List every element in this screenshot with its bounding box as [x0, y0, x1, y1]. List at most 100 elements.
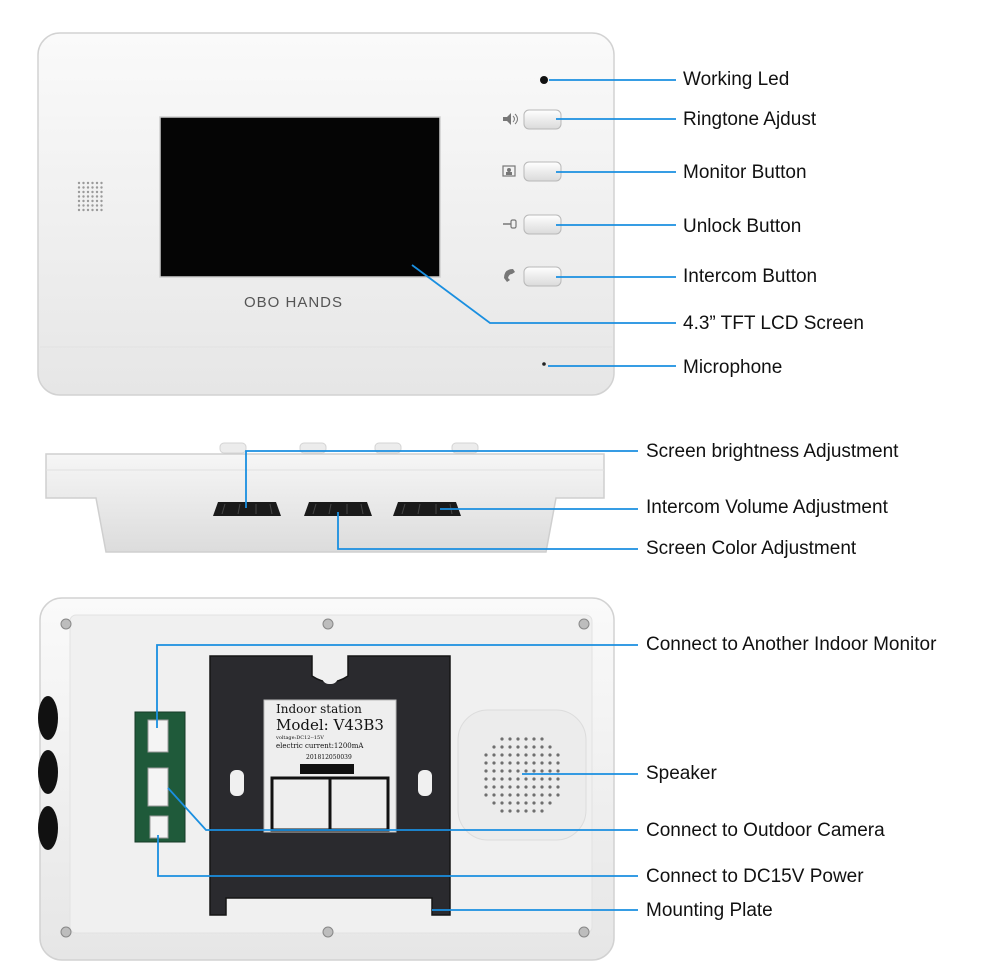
leader-brightness: [245, 450, 638, 508]
leader-lines: [156, 79, 676, 911]
grille-hole: [86, 181, 90, 185]
speaker-hole: [556, 769, 560, 773]
speaker-hole: [524, 785, 528, 789]
side-wheel-1: [38, 696, 58, 740]
grille-hole: [77, 204, 81, 207]
speaker-hole: [548, 745, 552, 749]
grille-hole: [86, 204, 90, 207]
speaker-hole: [492, 801, 496, 805]
grille-hole: [100, 208, 103, 212]
grille-hole: [100, 199, 103, 203]
label-volume: Intercom Volume Adjustment: [646, 497, 888, 518]
speaker-hole: [516, 785, 520, 789]
working-led: [540, 76, 548, 84]
label-another-monitor: Connect to Another Indoor Monitor: [646, 634, 937, 655]
speaker-hole: [484, 769, 488, 773]
speaker-hole: [500, 809, 504, 813]
label-color: Screen Color Adjustment: [646, 538, 857, 559]
side-view: [45, 442, 605, 553]
grille-hole: [95, 208, 99, 212]
speaker-hole: [516, 777, 520, 781]
speaker-hole: [524, 737, 528, 741]
speaker-hole: [556, 793, 560, 797]
connector-another-monitor: [147, 719, 169, 753]
speaker-hole: [524, 769, 528, 773]
plate-slot-left: [230, 770, 244, 796]
label-ringtone: Ringtone Ajdust: [683, 109, 817, 130]
grille-hole: [95, 190, 99, 194]
speaker-hole: [484, 777, 488, 781]
grille-hole: [100, 195, 103, 198]
speaker-hole: [492, 777, 496, 781]
speaker-hole: [556, 785, 560, 789]
grille-hole: [82, 186, 85, 189]
leader-color: [337, 512, 638, 550]
speaker-hole: [492, 785, 496, 789]
lcd-screen: [159, 116, 441, 278]
grille-hole: [95, 186, 99, 189]
grille-hole: [91, 199, 94, 203]
speaker-hole: [516, 809, 520, 813]
plate-slot-right: [418, 770, 432, 796]
grille-hole: [82, 190, 85, 194]
speaker-hole: [540, 793, 544, 797]
speaker-hole: [508, 753, 512, 757]
label-unlock-button: Unlock Button: [683, 216, 802, 237]
earpiece-grille: [77, 181, 103, 212]
speaker-hole: [500, 793, 504, 797]
grille-hole: [91, 190, 94, 194]
speaker-hole: [540, 785, 544, 789]
sticker-voltage: voltage:DC12--15V: [276, 735, 324, 741]
speaker-hole: [548, 761, 552, 765]
speaker-hole: [508, 809, 512, 813]
label-microphone: Microphone: [683, 357, 783, 378]
side-wheel-3: [38, 806, 58, 850]
speaker-hole: [492, 761, 496, 765]
grille-hole: [95, 204, 99, 207]
speaker-hole: [516, 769, 520, 773]
speaker-hole: [556, 753, 560, 757]
speaker-hole: [532, 809, 536, 813]
speaker-hole: [540, 801, 544, 805]
grille-hole: [77, 199, 81, 203]
speaker-hole: [540, 777, 544, 781]
speaker-hole: [540, 745, 544, 749]
grille-hole: [91, 195, 94, 198]
phone-icon: [504, 269, 515, 282]
grille-hole: [86, 195, 90, 198]
back-view: [38, 597, 615, 961]
grille-hole: [86, 199, 90, 203]
brightness-wheel: [213, 502, 281, 516]
grille-hole: [77, 195, 81, 198]
leader-screen: [411, 264, 676, 324]
speaker-hole: [484, 793, 488, 797]
label-working-led: Working Led: [683, 69, 790, 90]
front-view: [37, 32, 615, 396]
speaker-hole: [524, 753, 528, 757]
key-icon: [503, 219, 517, 229]
speaker-housing: [457, 709, 587, 841]
label-speaker: Speaker: [646, 763, 717, 784]
grille-hole: [100, 186, 103, 189]
monitor-icon: [502, 165, 516, 177]
label-monitor-button: Monitor Button: [683, 162, 807, 183]
speaker-hole: [500, 753, 504, 757]
grille-hole: [77, 186, 81, 189]
side-wheel-2: [38, 750, 58, 794]
grille-hole: [100, 204, 103, 207]
grille-hole: [82, 208, 85, 212]
connector-camera: [147, 767, 169, 807]
grille-hole: [91, 208, 94, 212]
speaker-hole: [532, 753, 536, 757]
color-wheel: [304, 502, 372, 516]
grille-hole: [95, 199, 99, 203]
speaker-hole: [524, 793, 528, 797]
label-brightness: Screen brightness Adjustment: [646, 441, 899, 462]
speaker-hole: [556, 761, 560, 765]
plate-slot-top: [322, 660, 338, 684]
speaker-hole: [524, 777, 528, 781]
speaker-hole: [508, 737, 512, 741]
speaker-hole: [500, 785, 504, 789]
grille-hole: [91, 186, 94, 189]
